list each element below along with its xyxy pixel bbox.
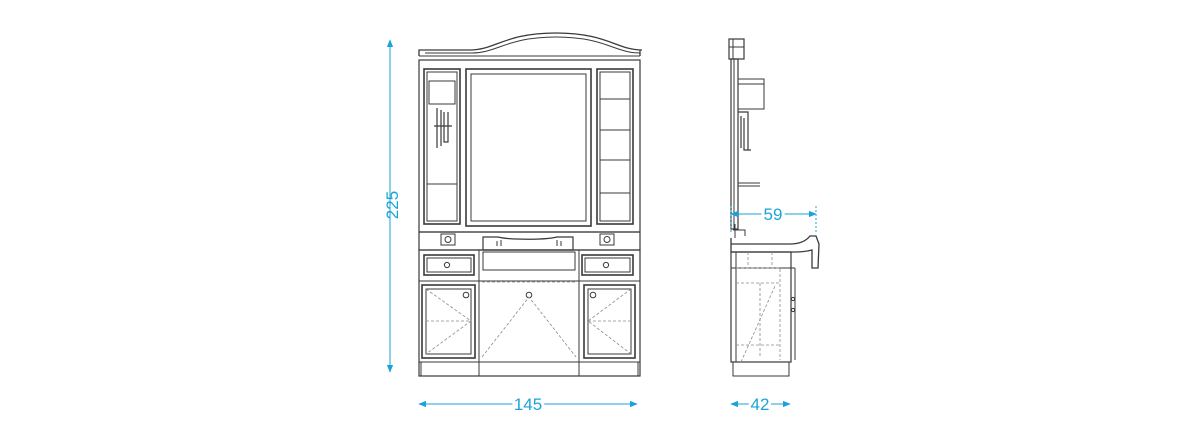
side-view [728,38,820,377]
left-shade [428,80,456,105]
washbasin [482,236,574,251]
depth-base-label: 42 [751,395,770,414]
height-label: 225 [383,191,402,219]
left-sconce [434,108,452,148]
side-crown [728,38,745,60]
depth-top-label: 59 [764,205,783,224]
width-label: 145 [514,395,542,414]
basin-front [482,251,576,271]
mirror-outer [465,68,592,227]
right-drawer [581,254,634,276]
right-door [583,284,636,359]
left-door [421,284,476,359]
mirror-inner [470,73,587,222]
crown-arch [418,32,643,56]
side-sconce [738,111,751,151]
base-frame [418,249,641,377]
side-countertop [730,235,820,269]
side-hidden-lines [736,252,781,363]
side-faucet [733,224,746,238]
front-view [418,32,643,377]
side-plinth [732,361,790,377]
right-upper-cabinet [596,68,634,225]
crown-arch-inner [425,36,641,54]
left-drawer [423,254,475,276]
hidden-lines [425,281,632,358]
left-socket [440,233,456,246]
right-socket [599,233,615,246]
dimension-labels: 225 145 59 42 [383,191,785,417]
countertop [418,231,641,251]
upper-frame [418,59,641,233]
dimension-lines [386,39,817,408]
left-upper-cabinet [423,68,461,225]
plinth [420,361,639,377]
centre-knob [525,291,533,299]
side-lamp-shade [737,78,765,110]
